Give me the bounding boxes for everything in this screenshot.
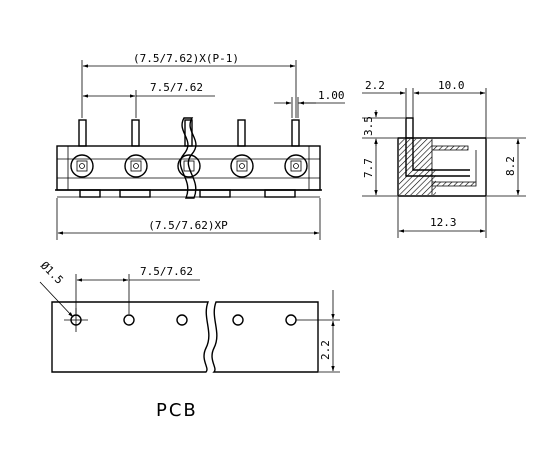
- side-bottom-dimension: 12.3: [397, 197, 487, 238]
- overall-pitch-dimension: (7.5/7.62)X(P-1): [81, 52, 297, 118]
- screw-2: [124, 154, 148, 178]
- pcb-pitch-label: 7.5/7.62: [140, 265, 193, 278]
- side-view: 2.2 10.0 3.5: [362, 79, 526, 238]
- pcb-edge-offset-label: 2.2: [319, 340, 332, 360]
- side-pin: [405, 117, 414, 139]
- pitch-label: 7.5/7.62: [150, 81, 203, 94]
- pin-2: [131, 119, 140, 147]
- pin-width-label: 1.00: [318, 89, 345, 102]
- overall-pitch-label: (7.5/7.62)X(P-1): [133, 52, 239, 65]
- side-top-right-label: 10.0: [438, 79, 465, 92]
- housing-side: [397, 137, 487, 197]
- pcb-hole-3: [176, 314, 188, 326]
- side-bottom-width-label: 12.3: [430, 216, 457, 229]
- front-view: (7.5/7.62)X(P-1) 7.5/7.62 1.00: [55, 52, 345, 240]
- pcb-pitch-dimension: 7.5/7.62: [75, 265, 200, 314]
- pcb-title: PCB: [156, 400, 198, 421]
- pcb-hole-diameter-label: Ø1.5: [38, 259, 66, 287]
- pcb-hole-2: [123, 314, 135, 326]
- pitch-dimension: 7.5/7.62: [82, 81, 215, 118]
- housing-front: [55, 117, 322, 199]
- side-body-height-label: 7.7: [362, 158, 375, 178]
- side-right-dimensions: 8.2: [487, 137, 526, 197]
- side-left-dimensions: 3.5 7.7: [362, 110, 405, 197]
- pcb-view: 7.5/7.62 Ø1.5 2.2 PCB: [38, 259, 340, 421]
- side-top-dimensions: 2.2 10.0: [362, 79, 487, 138]
- pin-width-dimension: 1.00: [274, 89, 345, 118]
- pin-4: [237, 119, 246, 147]
- pcb-diameter-dimension: Ø1.5: [38, 259, 74, 318]
- pcb-hole-5: [285, 314, 297, 326]
- side-right-height-label: 8.2: [504, 156, 517, 176]
- pcb-holes: [64, 308, 297, 332]
- pcb-edge-dimension: 2.2: [296, 290, 340, 373]
- header-pins: [78, 119, 300, 147]
- pcb-right-piece: [211, 301, 319, 373]
- pin-5: [291, 119, 300, 147]
- pin-1: [78, 119, 87, 147]
- pin-3: [184, 119, 193, 147]
- screw-1: [70, 154, 94, 178]
- pcb-hole-4: [232, 314, 244, 326]
- screw-4: [230, 154, 254, 178]
- break-line: [179, 117, 197, 199]
- total-length-dimension: (7.5/7.62)XP: [56, 198, 321, 240]
- total-length-label: (7.5/7.62)XP: [148, 219, 228, 232]
- side-pin-height-label: 3.5: [362, 116, 375, 136]
- pcb-left-piece: [51, 301, 210, 373]
- screw-5: [284, 154, 308, 178]
- side-top-left-label: 2.2: [365, 79, 385, 92]
